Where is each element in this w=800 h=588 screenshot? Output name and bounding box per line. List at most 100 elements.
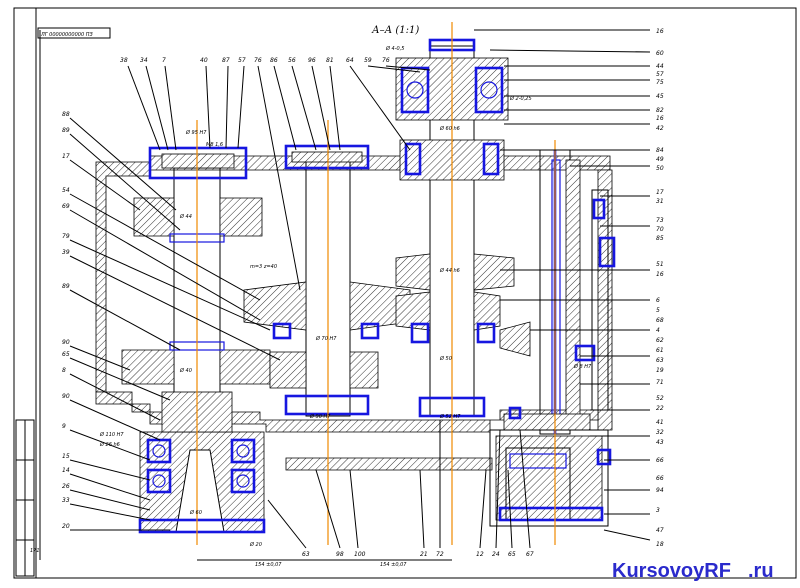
gear-3-lower [395,291,501,331]
label-top-6: 76 [254,57,262,64]
label-top-7: 86 [270,57,278,64]
dim-note-9: Ø 52 H7 [439,413,461,420]
dim-note-19: Ø 44 h6 [439,267,460,274]
label-right-24: 61 [656,347,664,354]
dim-note-18: Ø 60 h6 [439,125,460,132]
gear-2-hub [269,351,379,389]
bearing-lower-right-2 [230,468,256,494]
label-bottom-6: 24 [492,551,500,558]
label-right-12: 17 [656,189,664,196]
label-right-7: 16 [656,115,664,122]
label-left-11: 90 [62,393,70,400]
dim-note-17: Ø 2-0,25 [509,95,532,102]
dim-note-14: Ø 110 H7 [99,431,124,438]
label-top-13: 76 [382,57,390,64]
label-bottom-3: 21 [420,551,428,558]
bearing-upper-left [400,66,430,114]
bottom-position-labels: 63 98 100 21 72 12 24 65 67 [302,551,534,558]
label-right-21: 68 [656,317,664,324]
label-right-14: 73 [656,217,664,224]
dim-note-7: Ø 70 H7 [315,335,337,342]
label-right-16: 85 [656,235,664,242]
watermark-suffix: .ru [748,560,774,582]
label-left-13: 15 [62,453,70,460]
label-bottom-0: 63 [302,551,310,558]
label-left-9: 65 [62,351,70,358]
label-right-28: 52 [656,395,664,402]
bearing-lower-right-1 [230,438,256,464]
right-position-labels: 16 60 44 57 75 45 82 16 42 84 49 50 17 3… [656,28,664,548]
dim-note-8: Ø 90 H7 [309,413,331,420]
dim-center-2: 154 ±0,07 [380,562,407,568]
inner-frame [35,7,797,579]
label-right-9: 84 [656,147,664,154]
label-right-30: 41 [656,419,664,426]
label-right-32: 43 [656,439,664,446]
label-left-7: 89 [62,283,70,290]
shaft-2-bottom-bearing [284,394,370,416]
dim-center-1: 154 ±0,07 [255,562,282,568]
label-bottom-7: 65 [508,551,516,558]
shaft-2-top-bearing [284,144,370,170]
label-right-19: 6 [656,297,660,304]
label-top-4: 87 [222,57,230,64]
label-left-1: 89 [62,127,70,134]
label-top-9: 96 [308,57,316,64]
label-right-31: 32 [656,429,664,436]
label-bottom-1: 98 [336,551,344,558]
label-left-14: 14 [62,467,70,474]
gear-1-upper [133,197,263,237]
label-right-26: 19 [656,367,664,374]
label-top-2: 7 [162,57,166,64]
label-top-12: 59 [364,57,372,64]
top-position-labels: 38 34 7 40 87 57 76 86 56 96 81 64 59 76 [120,57,390,64]
top-stamp [37,27,111,39]
dim-note-2: М8 1,6 [206,142,223,148]
label-bottom-8: 67 [526,551,534,558]
dim-note-21: Ø 20 [249,541,262,548]
label-left-15: 26 [62,483,70,490]
gear-2-large [243,281,411,331]
label-right-6: 82 [656,107,664,114]
label-left-5: 79 [62,233,70,240]
motor-housing [489,429,609,527]
left-position-labels: 88 89 17 54 69 79 39 89 90 65 8 90 9 15 … [62,111,70,530]
label-bottom-5: 12 [476,551,484,558]
bearing-upper-right [474,66,504,114]
gear-3-upper [395,253,515,291]
label-right-18: 16 [656,271,664,278]
dim-note-10: Ø 8 H7 [573,363,592,370]
label-right-5: 45 [656,93,664,100]
label-bottom-4: 72 [436,551,444,558]
label-left-2: 17 [62,153,70,160]
label-right-8: 42 [656,125,664,132]
label-right-2: 44 [656,63,664,70]
dim-note-1: Ø 95 H7 [185,129,207,136]
label-right-35: 94 [656,487,664,494]
label-right-13: 31 [656,198,664,205]
label-right-38: 18 [656,541,664,548]
dim-note-16: Ø 4-0,5 [385,45,404,52]
dim-note-4: Ø 40 [179,367,192,374]
label-top-10: 81 [326,57,334,64]
label-left-16: 33 [62,497,70,504]
label-right-4: 75 [656,79,664,86]
label-right-37: 47 [656,527,664,534]
label-right-34: 66 [656,475,664,482]
label-left-12: 9 [62,423,66,430]
label-top-5: 57 [238,57,246,64]
label-top-0: 38 [120,57,128,64]
label-right-27: 71 [656,379,664,386]
label-top-1: 34 [140,57,148,64]
label-top-8: 56 [288,57,296,64]
dim-height: 171 [30,548,40,554]
watermark: KursovoyRF .ru [612,560,774,582]
dim-note-3: Ø 44 [179,213,192,220]
label-right-17: 51 [656,261,664,268]
shift-rod [565,159,581,431]
label-right-36: 3 [656,507,660,514]
top-stamp-text: ЛГ 00000000000 ПЗ [40,32,93,38]
label-bottom-2: 100 [354,551,366,558]
label-left-8: 90 [62,339,70,346]
